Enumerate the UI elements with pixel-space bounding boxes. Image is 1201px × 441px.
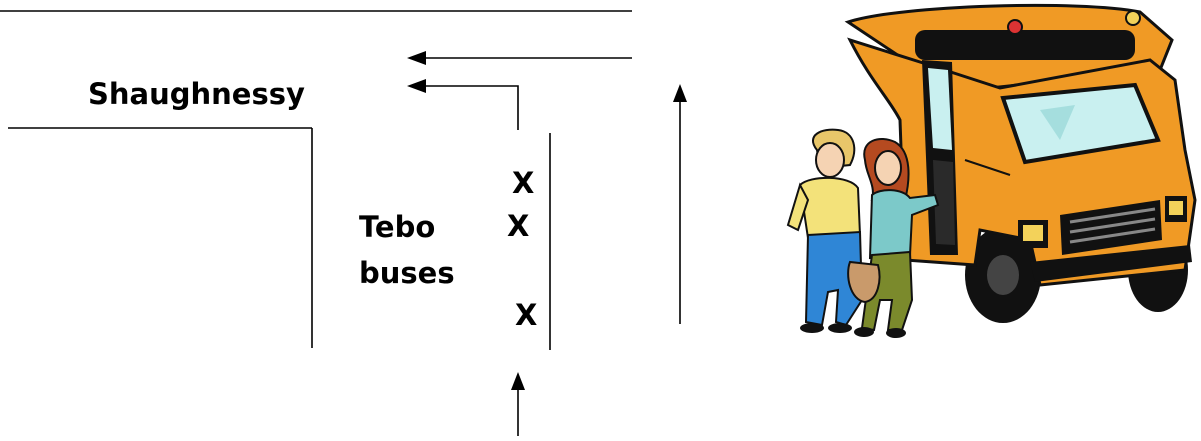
bus-mark: X	[507, 209, 529, 243]
bus-bumper	[1030, 245, 1192, 282]
road-lines	[0, 10, 632, 350]
students-illustration	[786, 128, 940, 338]
arrow-westbound-head	[407, 51, 426, 65]
bus-sign-panel	[915, 30, 1135, 60]
bus-grille	[1060, 200, 1162, 255]
bus-rear-hub	[987, 255, 1019, 295]
tebo-label-line2: buses	[359, 256, 455, 290]
bus-windshield-glare	[1040, 105, 1075, 140]
bus-roof-light-yellow	[1125, 10, 1141, 26]
bus-roof-light-red	[1007, 19, 1023, 35]
arrow-northbound-head	[673, 84, 687, 102]
arrow-entry-head	[511, 372, 525, 390]
street-name-label: Shaughnessy	[88, 77, 305, 111]
bus-mark: X	[512, 166, 534, 200]
bus-door-window	[928, 68, 952, 150]
student-right	[847, 138, 940, 338]
arrow-turn-shaft	[418, 85, 519, 130]
bus-mark: X	[515, 298, 537, 332]
traffic-arrows	[407, 51, 687, 436]
bus-door-lower	[933, 160, 955, 245]
bus-illustration	[844, 3, 1197, 323]
bus-windshield	[1000, 82, 1161, 165]
arrow-turn-head	[407, 79, 426, 93]
student-left	[786, 128, 864, 333]
tebo-label-line1: Tebo	[359, 210, 435, 244]
student-bag	[847, 260, 881, 304]
